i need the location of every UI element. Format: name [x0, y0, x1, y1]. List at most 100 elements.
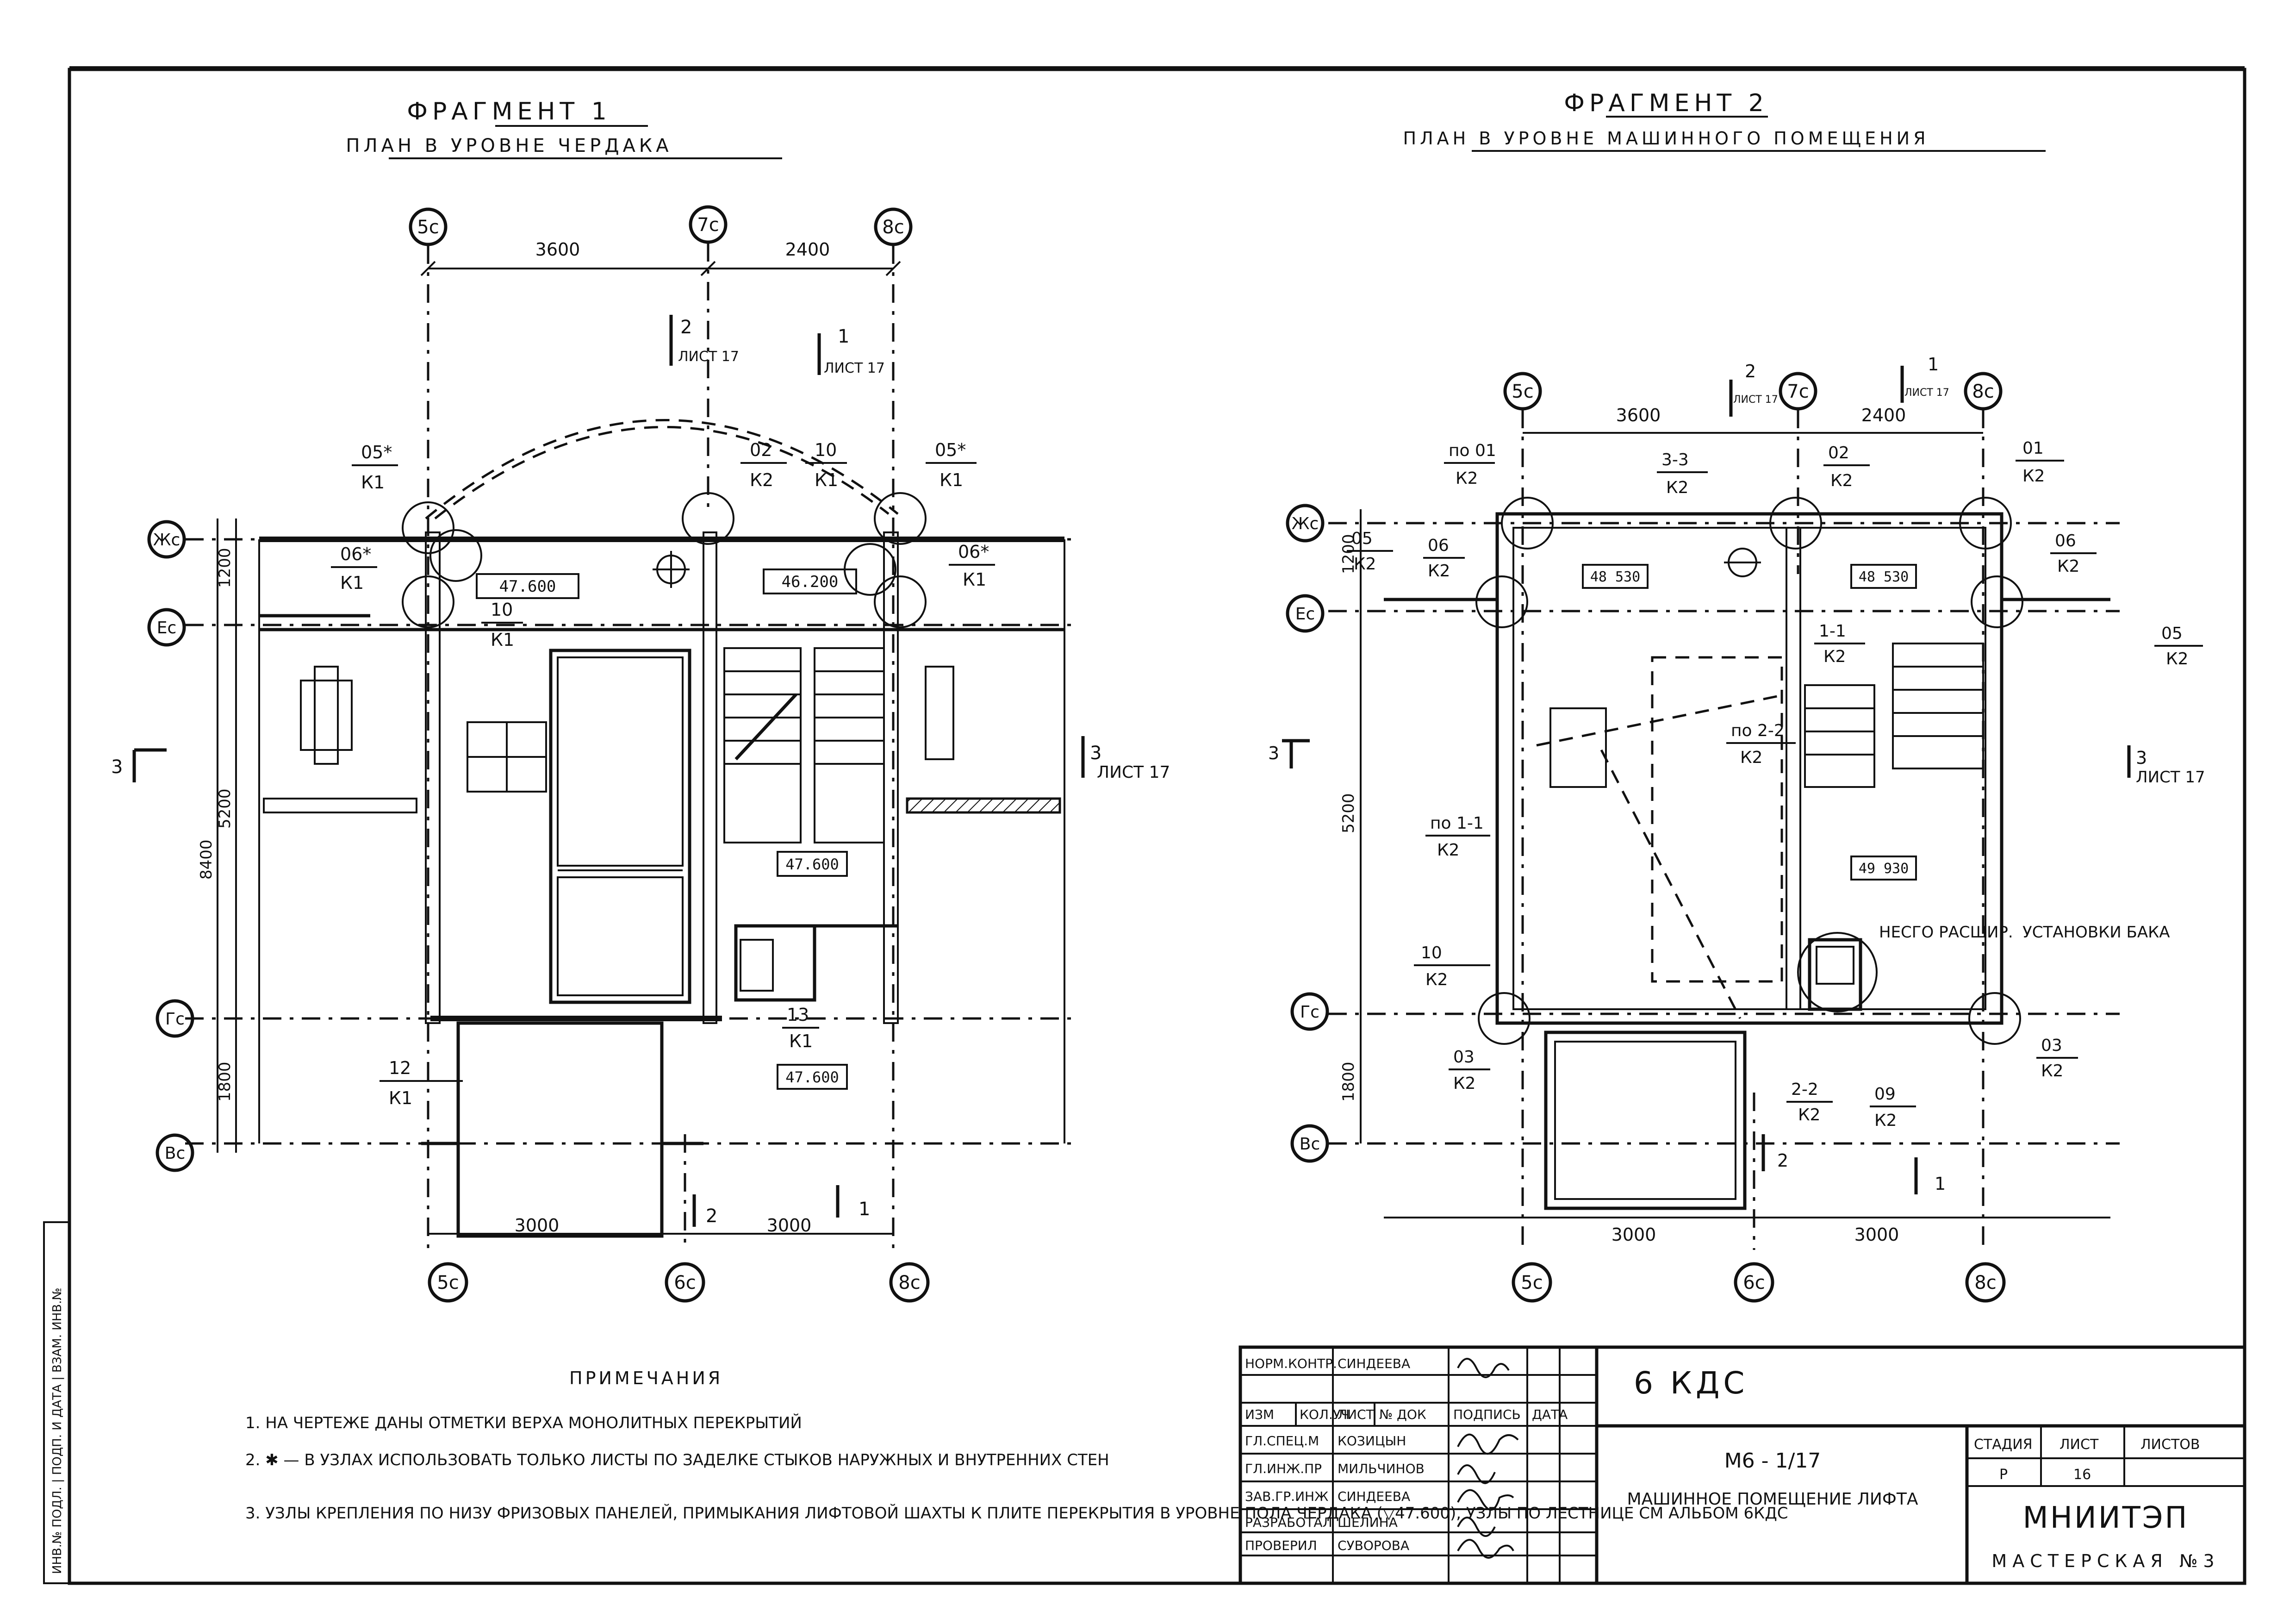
- f2-callout-3-sheet: К2: [1830, 471, 1853, 490]
- f1-axis-left-4: Вс: [165, 1144, 186, 1163]
- f1-axis-bottom-3: 8с: [898, 1272, 920, 1293]
- f2-dim-top-2: 2400: [1861, 405, 1906, 425]
- f2-callout-4-num: 01: [2022, 439, 2044, 458]
- f1-sec-1-sheet: ЛИСТ 17: [678, 349, 739, 365]
- f1-callout-3-sheet: К1: [815, 470, 838, 490]
- tb-row-4-role: ЗАВ.ГР.ИНЖ: [1245, 1489, 1328, 1504]
- f1-axis-bottom-1: 5с: [437, 1272, 459, 1293]
- f2-sec-2-sheet: ЛИСТ 17: [1904, 387, 1949, 399]
- f1-dim-left-3: 1800: [216, 1062, 234, 1102]
- f2-callout-7-sheet: К2: [2057, 557, 2079, 576]
- f1-elev-2: 46.200: [782, 573, 839, 591]
- f2-sec-1-num: 2: [1745, 361, 1756, 381]
- f2-note-2: УСТАНОВКИ БАКА: [2022, 923, 2170, 942]
- f1-sec-3-sheet: ЛИСТ 17: [1097, 763, 1170, 782]
- f2-callout-9-num: 1-1: [1819, 622, 1846, 641]
- f2-callout-2-sheet: К2: [1666, 478, 1688, 497]
- f1-dim-left-4: 8400: [197, 839, 216, 880]
- f1-axes-left: Жс Ес Гс Вс: [147, 520, 194, 1172]
- f2-elevations: 48 530 48 530 49 930: [1582, 564, 1917, 881]
- fragment-1-title: ФРАГМЕНТ 1: [407, 98, 611, 125]
- f2-elev-1: 48 530: [1590, 569, 1640, 585]
- f1-callout-2-num: 02: [750, 440, 772, 460]
- f2-axis-bottom-2: 6с: [1743, 1272, 1765, 1293]
- f2-callout-15-sheet: К2: [1874, 1111, 1897, 1130]
- tb-col-3: ЛИСТ: [1338, 1407, 1375, 1422]
- note-2: 2. ✱ — В УЗЛАХ ИСПОЛЬЗОВАТЬ ТОЛЬКО ЛИСТЫ…: [245, 1451, 1109, 1469]
- fragment-1: ФРАГМЕНТ 1 ПЛАН В УРОВНЕ ЧЕРДАКА 5с 7с 8…: [111, 98, 1170, 1303]
- f2-sec-5-num: 2: [1777, 1150, 1788, 1171]
- f2-dim-bottom-1: 3000: [1612, 1224, 1656, 1245]
- tb-head-3: ЛИСТОВ: [2140, 1437, 2200, 1453]
- notes-title: ПРИМЕЧАНИЯ: [569, 1368, 723, 1388]
- f2-callout-5-num: 05: [1351, 529, 1373, 548]
- f2-elev-3: 49 930: [1859, 861, 1909, 877]
- f2-axes-bottom: 5с 6с 8с: [1512, 1262, 2006, 1303]
- f2-stairs: [1804, 643, 1984, 788]
- f1-callout-8-num: 13: [787, 1005, 809, 1025]
- f1-callout-5-num: 06*: [340, 544, 371, 564]
- f2-sec-3-num: 3: [2136, 748, 2147, 768]
- f2-axis-left-2: Ес: [1295, 605, 1315, 624]
- f2-sec-6-num: 1: [1935, 1174, 1946, 1194]
- f2-callout-2-num: 3-3: [1661, 450, 1689, 469]
- fragment-2-title: ФРАГМЕНТ 2: [1564, 89, 1768, 117]
- f2-dim-left-1: 1200: [1339, 534, 1358, 574]
- tb-sheet-num: 16: [2073, 1467, 2091, 1483]
- f2-elev-2: 48 530: [1859, 569, 1909, 585]
- f1-axes-bottom: 5с 6с 8с: [428, 1262, 930, 1303]
- tb-row-5-name: ШЕЛИНА: [1338, 1515, 1398, 1530]
- f2-callout-7-num: 06: [2055, 531, 2076, 550]
- margin-stamp: ИНВ.№ ПОДЛ. | ПОДП. И ДАТА | ВЗАМ. ИНВ.№: [43, 1221, 70, 1584]
- f1-callout-3-num: 10: [815, 440, 837, 460]
- f2-callout-4-sheet: К2: [2022, 467, 2045, 486]
- fragment-2: ФРАГМЕНТ 2 ПЛАН В УРОВНЕ МАШИННОГО ПОМЕЩ…: [1268, 89, 2205, 1303]
- f2-dim-left-3: 1800: [1339, 1062, 1358, 1102]
- tb-row-3-role: ГЛ.ИНЖ.ПР: [1245, 1461, 1322, 1476]
- f2-sec-3-sheet: ЛИСТ 17: [2136, 768, 2205, 787]
- f2-callout-6-sheet: К2: [1428, 562, 1450, 581]
- f2-callout-16-num: 03: [2041, 1036, 2062, 1055]
- fragment-1-subtitle: ПЛАН В УРОВНЕ ЧЕРДАКА: [346, 135, 672, 156]
- tb-row-1-role: НОРМ.КОНТР.: [1245, 1356, 1337, 1371]
- f2-callout-10-sheet: К2: [1740, 748, 1762, 767]
- tb-dept: МАСТЕРСКАЯ №3: [1991, 1551, 2220, 1571]
- f2-callout-13-num: 03: [1453, 1048, 1475, 1067]
- f2-callout-11-sheet: К2: [1437, 841, 1459, 860]
- f1-axis-left-3: Гс: [165, 1010, 185, 1029]
- f1-dim-top-1: 3600: [535, 239, 580, 260]
- tb-col-5: ПОДПИСЬ: [1453, 1407, 1521, 1422]
- f1-axis-left-1: Жс: [153, 531, 180, 550]
- f1-section-marks: 2 ЛИСТ 17 1 ЛИСТ 17 3 ЛИСТ 17 3 2 1: [111, 315, 1170, 1227]
- f2-callout-6-num: 06: [1428, 536, 1449, 555]
- f2-axis-bottom-1: 5с: [1521, 1272, 1543, 1293]
- tb-row-2-role: ГЛ.СПЕЦ.М: [1245, 1433, 1319, 1449]
- f2-axis-top-1: 5с: [1512, 381, 1533, 402]
- f1-callout-8-sheet: К1: [789, 1031, 813, 1051]
- tb-org: МНИИТЭП: [2023, 1501, 2189, 1535]
- f1-sec-2-sheet: ЛИСТ 17: [824, 360, 885, 376]
- f2-callout-3-num: 02: [1828, 443, 1849, 462]
- f1-axis-left-2: Ес: [157, 618, 177, 637]
- tb-col-4: № ДОК: [1379, 1407, 1426, 1422]
- tb-code: 6 КДС: [1634, 1365, 1748, 1401]
- f1-dim-left-2: 5200: [216, 788, 234, 829]
- f1-callout-6-num: 10: [491, 600, 513, 620]
- f2-axis-left-4: Вс: [1300, 1135, 1320, 1154]
- fragment-2-subtitle: ПЛАН В УРОВНЕ МАШИННОГО ПОМЕЩЕНИЯ: [1403, 128, 1929, 149]
- f2-callout-15-num: 09: [1874, 1085, 1896, 1104]
- f2-callout-11-num: по 1-1: [1430, 814, 1484, 833]
- note-1: 1. НА ЧЕРТЕЖЕ ДАНЫ ОТМЕТКИ ВЕРХА МОНОЛИТ…: [245, 1413, 802, 1432]
- f1-callout-2-sheet: К2: [750, 470, 773, 490]
- f1-elev-4: 47.600: [785, 1068, 839, 1086]
- f2-callout-8-sheet: К2: [2166, 650, 2188, 668]
- f1-axis-top-1: 5с: [417, 217, 439, 238]
- f2-axis-left-1: Жс: [1292, 514, 1319, 533]
- f2-axes-top: 5с 7с 8с: [1503, 372, 2003, 411]
- f2-callouts: по 01 К2 3-3 К2 02 К2 01 К2 05 К2 06 К2 …: [1347, 439, 2203, 1130]
- f2-callout-13-sheet: К2: [1453, 1074, 1475, 1093]
- f1-callout-4-sheet: К1: [940, 470, 963, 490]
- f2-dim-top-1: 3600: [1616, 405, 1661, 425]
- notes: ПРИМЕЧАНИЯ 1. НА ЧЕРТЕЖЕ ДАНЫ ОТМЕТКИ ВЕ…: [245, 1368, 1788, 1523]
